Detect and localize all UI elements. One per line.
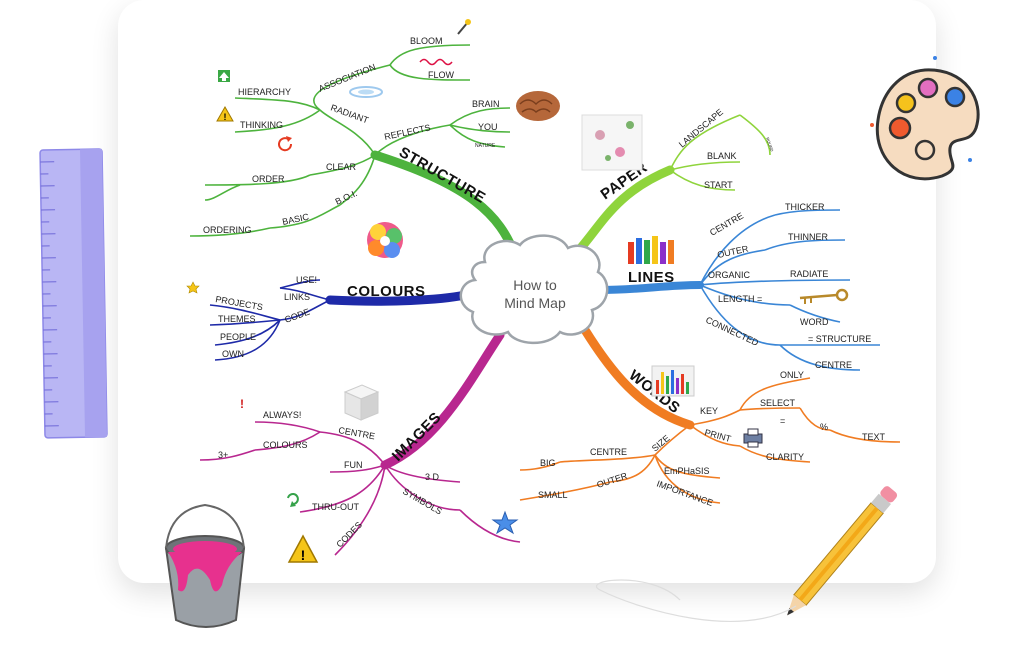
- label-blank: BLANK: [707, 151, 737, 161]
- label-start: START: [704, 180, 733, 190]
- colours-title: COLOURS: [347, 283, 426, 300]
- recycle-icon: [287, 493, 299, 507]
- paint-bucket-icon: [164, 503, 246, 628]
- label-nature: NATURE: [475, 143, 496, 149]
- arrow-up-icon: [218, 70, 230, 82]
- label-boi: B.O.I.: [334, 188, 359, 207]
- small-star-icon: [186, 281, 200, 294]
- images-title: IMAGES: [389, 409, 445, 465]
- label-three-d: 3 D: [425, 472, 440, 482]
- label-key: KEY: [700, 406, 718, 416]
- label-word: WORD: [800, 317, 829, 327]
- label-own: OWN: [222, 349, 244, 359]
- label-importance: IMPORTANCE: [655, 478, 714, 508]
- label-radiate: RADIATE: [790, 269, 828, 279]
- label-organic: ORGANIC: [708, 270, 751, 280]
- palette-icon: [870, 56, 980, 181]
- label-code: CODE: [283, 307, 311, 325]
- label-symbols: SYMBOLS: [401, 486, 444, 516]
- label-ordering: ORDERING: [203, 225, 252, 235]
- label-you: YOU: [478, 122, 498, 132]
- label-small: SMALL: [538, 490, 568, 500]
- flower-icon: [367, 222, 403, 258]
- label-text: TEXT: [862, 432, 886, 442]
- label-pct: %: [820, 422, 828, 432]
- label-structure-eq: = STRUCTURE: [808, 334, 871, 344]
- cube-icon: [343, 384, 380, 421]
- label-connected: CONNECTED: [704, 315, 760, 348]
- label-thruout: THRU-OUT: [312, 502, 359, 512]
- label-use: USE!: [296, 275, 317, 285]
- label-landscape: LANDSCAPE: [677, 107, 725, 150]
- structure-title: STRUCTURE: [396, 144, 489, 207]
- center-cloud: How to Mind Map: [459, 234, 609, 345]
- label-three-plus: 3+: [218, 450, 228, 460]
- water-splash-icon: [349, 86, 383, 98]
- label-reflects: REFLECTS: [383, 122, 431, 142]
- label-always: ALWAYS!: [263, 410, 301, 420]
- label-words-outer: OUTER: [596, 471, 630, 490]
- center-title-line1: How to: [513, 277, 557, 293]
- colours-branches: [209, 279, 331, 361]
- label-fun: FUN: [344, 460, 363, 470]
- svg-text:!: !: [240, 397, 244, 411]
- label-emphasis: EmPHaSIS: [664, 466, 710, 476]
- label-thinner: THINNER: [788, 232, 828, 242]
- ruler-icon: [39, 148, 108, 439]
- key-icon: [799, 288, 849, 304]
- svg-text:!: !: [224, 112, 227, 122]
- label-only: ONLY: [780, 370, 804, 380]
- label-length: LENGTH =: [718, 294, 762, 304]
- label-themes: THEMES: [218, 314, 256, 324]
- pencil-icon: [787, 486, 898, 616]
- magic-wand-icon: [457, 19, 471, 35]
- printer-icon: [743, 428, 763, 448]
- label-bloom: BLOOM: [410, 36, 443, 46]
- label-lines-centre2: CENTRE: [815, 360, 852, 370]
- label-flow: FLOW: [428, 70, 455, 80]
- label-order: ORDER: [252, 174, 285, 184]
- paper-branches: [669, 114, 771, 191]
- label-radiant: RADIANT: [329, 102, 370, 125]
- label-select: SELECT: [760, 398, 796, 408]
- refresh-icon: [278, 136, 293, 152]
- label-hierarchy: HIERARCHY: [238, 87, 291, 97]
- label-clarity: CLARITY: [766, 452, 804, 462]
- paper-photo-icon: [581, 114, 643, 171]
- wavy-line-icon: [419, 58, 453, 66]
- label-people: PEOPLE: [220, 332, 256, 342]
- images-branches: [199, 421, 521, 556]
- label-words-centre: CENTRE: [590, 447, 627, 457]
- label-thicker: THICKER: [785, 202, 825, 212]
- label-clear: CLEAR: [326, 162, 357, 172]
- center-title-line2: Mind Map: [504, 295, 566, 311]
- label-big: BIG: [540, 458, 556, 468]
- label-images-centre: CENTRE: [338, 425, 376, 441]
- lines-title: LINES: [628, 269, 675, 286]
- warning-icon: !: [216, 105, 234, 122]
- lines-branches: [699, 209, 880, 371]
- warning-icon-large: !: [287, 534, 319, 563]
- svg-text:!: !: [301, 547, 306, 563]
- label-association: ASSOCIATION: [317, 62, 377, 94]
- label-links: LINKS: [284, 292, 310, 302]
- equalizer-icon: [651, 365, 695, 397]
- exclamation-icon: !: [240, 397, 244, 411]
- structure-branches: [189, 44, 511, 237]
- label-brain: BRAIN: [472, 99, 500, 109]
- label-eq: =: [780, 416, 785, 426]
- star-icon: [491, 510, 519, 535]
- crayons-icon: [628, 236, 674, 264]
- words-branches: [519, 377, 901, 504]
- label-codes: CODES: [334, 520, 364, 550]
- label-paper-tiny: ROUND: [765, 137, 775, 153]
- label-thinking: THINKING: [240, 120, 283, 130]
- brain-icon: [516, 91, 560, 121]
- label-images-colours: COLOURS: [263, 440, 308, 450]
